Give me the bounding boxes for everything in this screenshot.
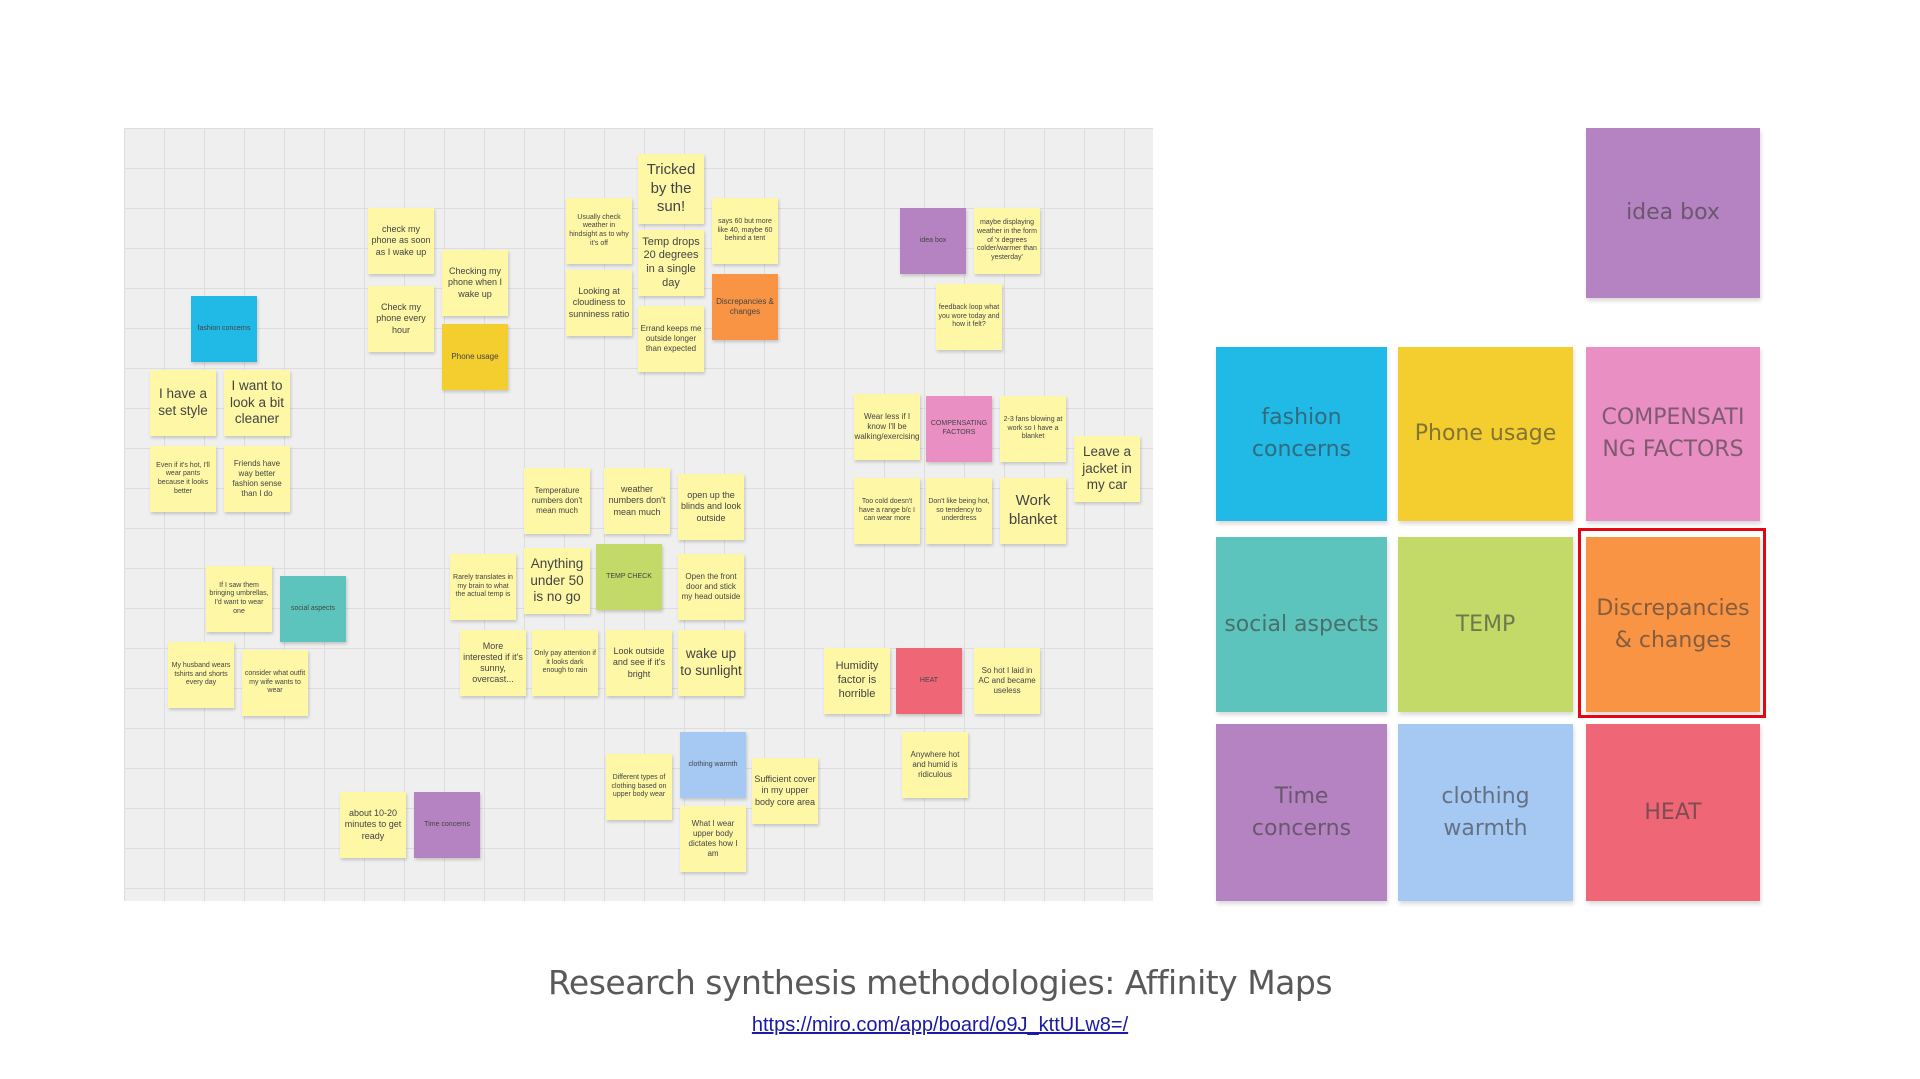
sticky-note[interactable]: weather numbers don't mean much <box>604 468 670 534</box>
sticky-note[interactable]: Too cold doesn't have a range b/c I can … <box>854 478 920 544</box>
category-note-compensating-factors[interactable]: COMPENSATING FACTORS <box>926 396 992 462</box>
miro-board-link[interactable]: https://miro.com/app/board/o9J_kttULw8=/ <box>751 1014 1129 1036</box>
sticky-note[interactable]: Usually check weather in hindsight as to… <box>566 198 632 264</box>
highlight-box <box>1578 528 1766 718</box>
sticky-note[interactable]: Anything under 50 is no go <box>524 548 590 614</box>
category-card-clothing-warmth: clothing warmth <box>1398 724 1573 901</box>
sticky-note[interactable]: Rarely translates in my brain to what th… <box>450 554 516 620</box>
sticky-note[interactable]: Wear less if I know I'll be walking/exer… <box>854 394 920 460</box>
category-card-fashion: fashion concerns <box>1216 347 1387 521</box>
category-note-social[interactable]: social aspects <box>280 576 346 642</box>
sticky-note[interactable]: Check my phone every hour <box>368 286 434 352</box>
category-note-discrepancies[interactable]: Discrepancies & changes <box>712 274 778 340</box>
category-note-time[interactable]: Time concerns <box>414 792 480 858</box>
sticky-note[interactable]: Tricked by the sun! <box>638 154 704 224</box>
sticky-note[interactable]: open up the blinds and look outside <box>678 474 744 540</box>
category-note-phone-usage[interactable]: Phone usage <box>442 324 508 390</box>
category-note-temp[interactable]: TEMP CHECK <box>596 544 662 610</box>
sticky-note[interactable]: wake up to sunlight <box>678 630 744 696</box>
sticky-note[interactable]: Different types of clothing based on upp… <box>606 754 672 820</box>
category-note-fashion[interactable]: fashion concerns <box>191 296 257 362</box>
sticky-note[interactable]: check my phone as soon as I wake up <box>368 208 434 274</box>
slide-caption: Research synthesis methodologies: Affini… <box>547 963 1333 1002</box>
sticky-note[interactable]: I have a set style <box>150 370 216 436</box>
sticky-note[interactable]: Checking my phone when I wake up <box>442 250 508 316</box>
sticky-note[interactable]: Humidity factor is horrible <box>824 648 890 714</box>
sticky-note[interactable]: I want to look a bit cleaner <box>224 370 290 436</box>
sticky-note[interactable]: Work blanket <box>1000 478 1066 544</box>
sticky-note[interactable]: Temperature numbers don't mean much <box>524 468 590 534</box>
sticky-note[interactable]: My husband wears tshirts and shorts ever… <box>168 642 234 708</box>
category-card-idea-box: idea box <box>1586 128 1760 298</box>
category-card-social: social aspects <box>1216 537 1387 712</box>
sticky-note[interactable]: Anywhere hot and humid is ridiculous <box>902 732 968 798</box>
sticky-note[interactable]: feedback loop what you wore today and ho… <box>936 284 1002 350</box>
miro-board-canvas[interactable]: check my phone as soon as I wake up Chec… <box>124 128 1153 901</box>
sticky-note[interactable]: says 60 but more like 40, maybe 60 behin… <box>712 198 778 264</box>
sticky-note[interactable]: 2-3 fans blowing at work so I have a bla… <box>1000 396 1066 462</box>
category-card-discrepancies: Discrepancies & changes <box>1586 537 1760 712</box>
category-card-compensating-factors: COMPENSATI NG FACTORS <box>1586 347 1760 521</box>
sticky-note[interactable]: More interested if it's sunny, overcast.… <box>460 630 526 696</box>
sticky-note[interactable]: Friends have way better fashion sense th… <box>224 446 290 512</box>
sticky-note[interactable]: So hot I laid in AC and became useless <box>974 648 1040 714</box>
sticky-note[interactable]: Sufficient cover in my upper body core a… <box>752 758 818 824</box>
category-note-idea-box[interactable]: idea box <box>900 208 966 274</box>
sticky-note[interactable]: consider what outfit my wife wants to we… <box>242 650 308 716</box>
sticky-note[interactable]: Even if it's hot, I'll wear pants becaus… <box>150 446 216 512</box>
category-card-temp: TEMP <box>1398 537 1573 712</box>
sticky-note[interactable]: Looking at cloudiness to sunniness ratio <box>566 270 632 336</box>
sticky-note[interactable]: If I saw them bringing umbrellas, I'd wa… <box>206 566 272 632</box>
sticky-note[interactable]: Only pay attention if it looks dark enou… <box>532 630 598 696</box>
sticky-note[interactable]: Errand keeps me outside longer than expe… <box>638 306 704 372</box>
sticky-note[interactable]: Don't like being hot, so tendency to und… <box>926 478 992 544</box>
sticky-note[interactable]: Leave a jacket in my car <box>1074 436 1140 502</box>
sticky-note[interactable]: about 10-20 minutes to get ready <box>340 792 406 858</box>
sticky-note[interactable]: Temp drops 20 degrees in a single day <box>638 230 704 296</box>
category-note-heat[interactable]: HEAT <box>896 648 962 714</box>
category-card-time: Time concerns <box>1216 724 1387 901</box>
sticky-note[interactable]: Open the front door and stick my head ou… <box>678 554 744 620</box>
category-note-clothing-warmth[interactable]: clothing warmth <box>680 732 746 798</box>
sticky-note[interactable]: Look outside and see if it's bright <box>606 630 672 696</box>
sticky-note[interactable]: maybe displaying weather in the form of … <box>974 208 1040 274</box>
sticky-note[interactable]: What I wear upper body dictates how I am <box>680 806 746 872</box>
category-card-heat: HEAT <box>1586 724 1760 901</box>
category-card-phone-usage: Phone usage <box>1398 347 1573 521</box>
